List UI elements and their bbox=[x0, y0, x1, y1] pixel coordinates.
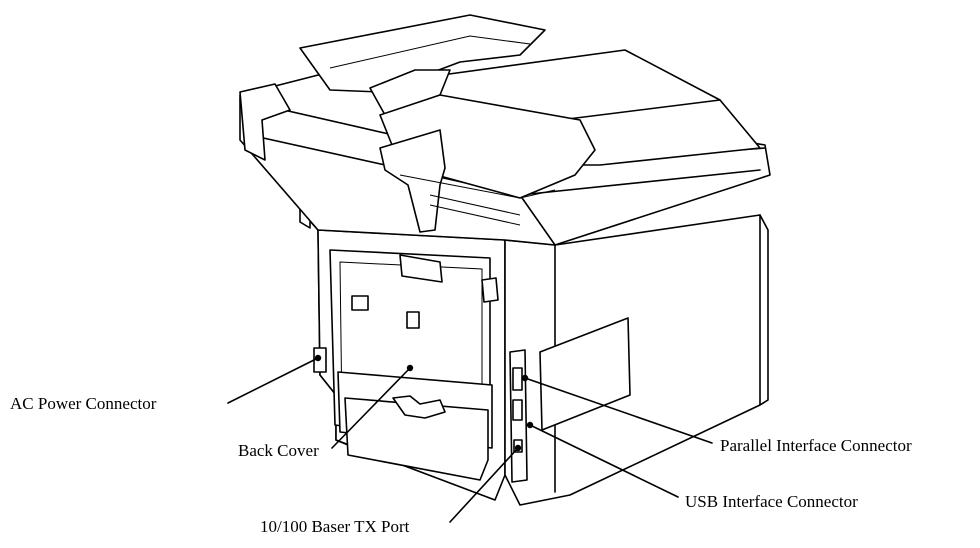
label-back-cover: Back Cover bbox=[238, 441, 319, 460]
leader-usb bbox=[529, 424, 679, 498]
marker-parallel bbox=[521, 374, 529, 382]
leader-lines bbox=[227, 354, 713, 523]
leader-back-cover bbox=[331, 367, 411, 449]
marker-back-cover bbox=[406, 364, 414, 372]
marker-tx-port bbox=[514, 444, 522, 452]
marker-usb bbox=[526, 421, 534, 429]
printer-body bbox=[299, 204, 769, 506]
leader-tx-port bbox=[449, 447, 519, 523]
leader-ac-power bbox=[227, 357, 319, 404]
scanner-unit bbox=[239, 14, 771, 246]
label-parallel-interface-connector: Parallel Interface Connector bbox=[720, 436, 912, 455]
label-ac-power-connector: AC Power Connector bbox=[10, 394, 157, 413]
leader-parallel bbox=[524, 377, 713, 444]
marker-ac-power bbox=[314, 354, 322, 362]
label-usb-interface-connector: USB Interface Connector bbox=[685, 492, 858, 511]
label-tx-port: 10/100 Baser TX Port bbox=[260, 517, 410, 536]
